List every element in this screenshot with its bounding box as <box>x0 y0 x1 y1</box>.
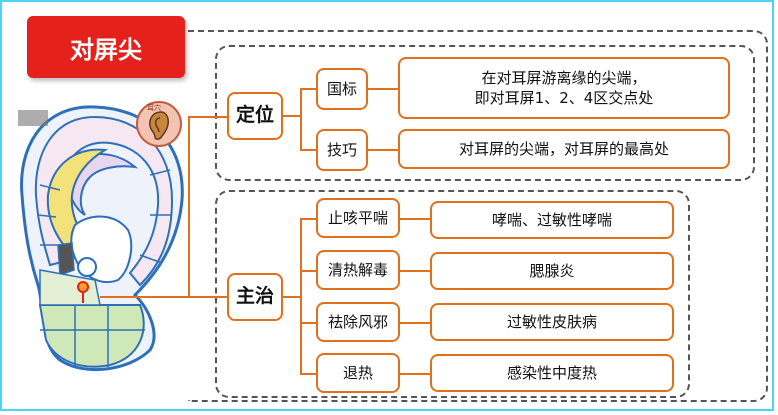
location-value-0-line1: 在对耳屏游离缘的尖端， <box>481 68 647 87</box>
indication-label-1: 清热解毒 <box>316 250 400 290</box>
indications-label: 主治 <box>227 273 283 321</box>
page-title: 对屏尖 <box>27 16 185 78</box>
location-item-label-0: 国标 <box>316 68 368 110</box>
indication-label-0: 止咳平喘 <box>316 198 400 238</box>
indication-value-3: 感染性中度热 <box>430 354 674 392</box>
acupoint-marker <box>77 281 89 293</box>
location-label: 定位 <box>227 92 283 140</box>
location-item-value-0: 在对耳屏游离缘的尖端， 即对耳屏1、2、4区交点处 <box>398 57 730 119</box>
location-item-value-1: 对耳屏的尖端，对耳屏的最高处 <box>398 129 730 169</box>
indication-value-1: 腮腺炎 <box>430 252 674 290</box>
ear-icon <box>136 101 182 147</box>
ear-diagram <box>18 105 184 372</box>
location-value-0-line2: 即对耳屏1、2、4区交点处 <box>474 89 654 107</box>
location-item-label-1: 技巧 <box>316 129 368 171</box>
location-group <box>215 45 755 181</box>
ear-icon-label: 耳穴 <box>147 104 161 112</box>
indications-group <box>215 190 690 398</box>
indication-label-2: 祛除风邪 <box>316 302 400 342</box>
indication-value-2: 过敏性皮肤病 <box>430 303 674 341</box>
main-container <box>188 30 768 402</box>
indication-value-0: 哮喘、过敏性哮喘 <box>430 201 674 239</box>
indication-label-3: 退热 <box>316 353 400 393</box>
